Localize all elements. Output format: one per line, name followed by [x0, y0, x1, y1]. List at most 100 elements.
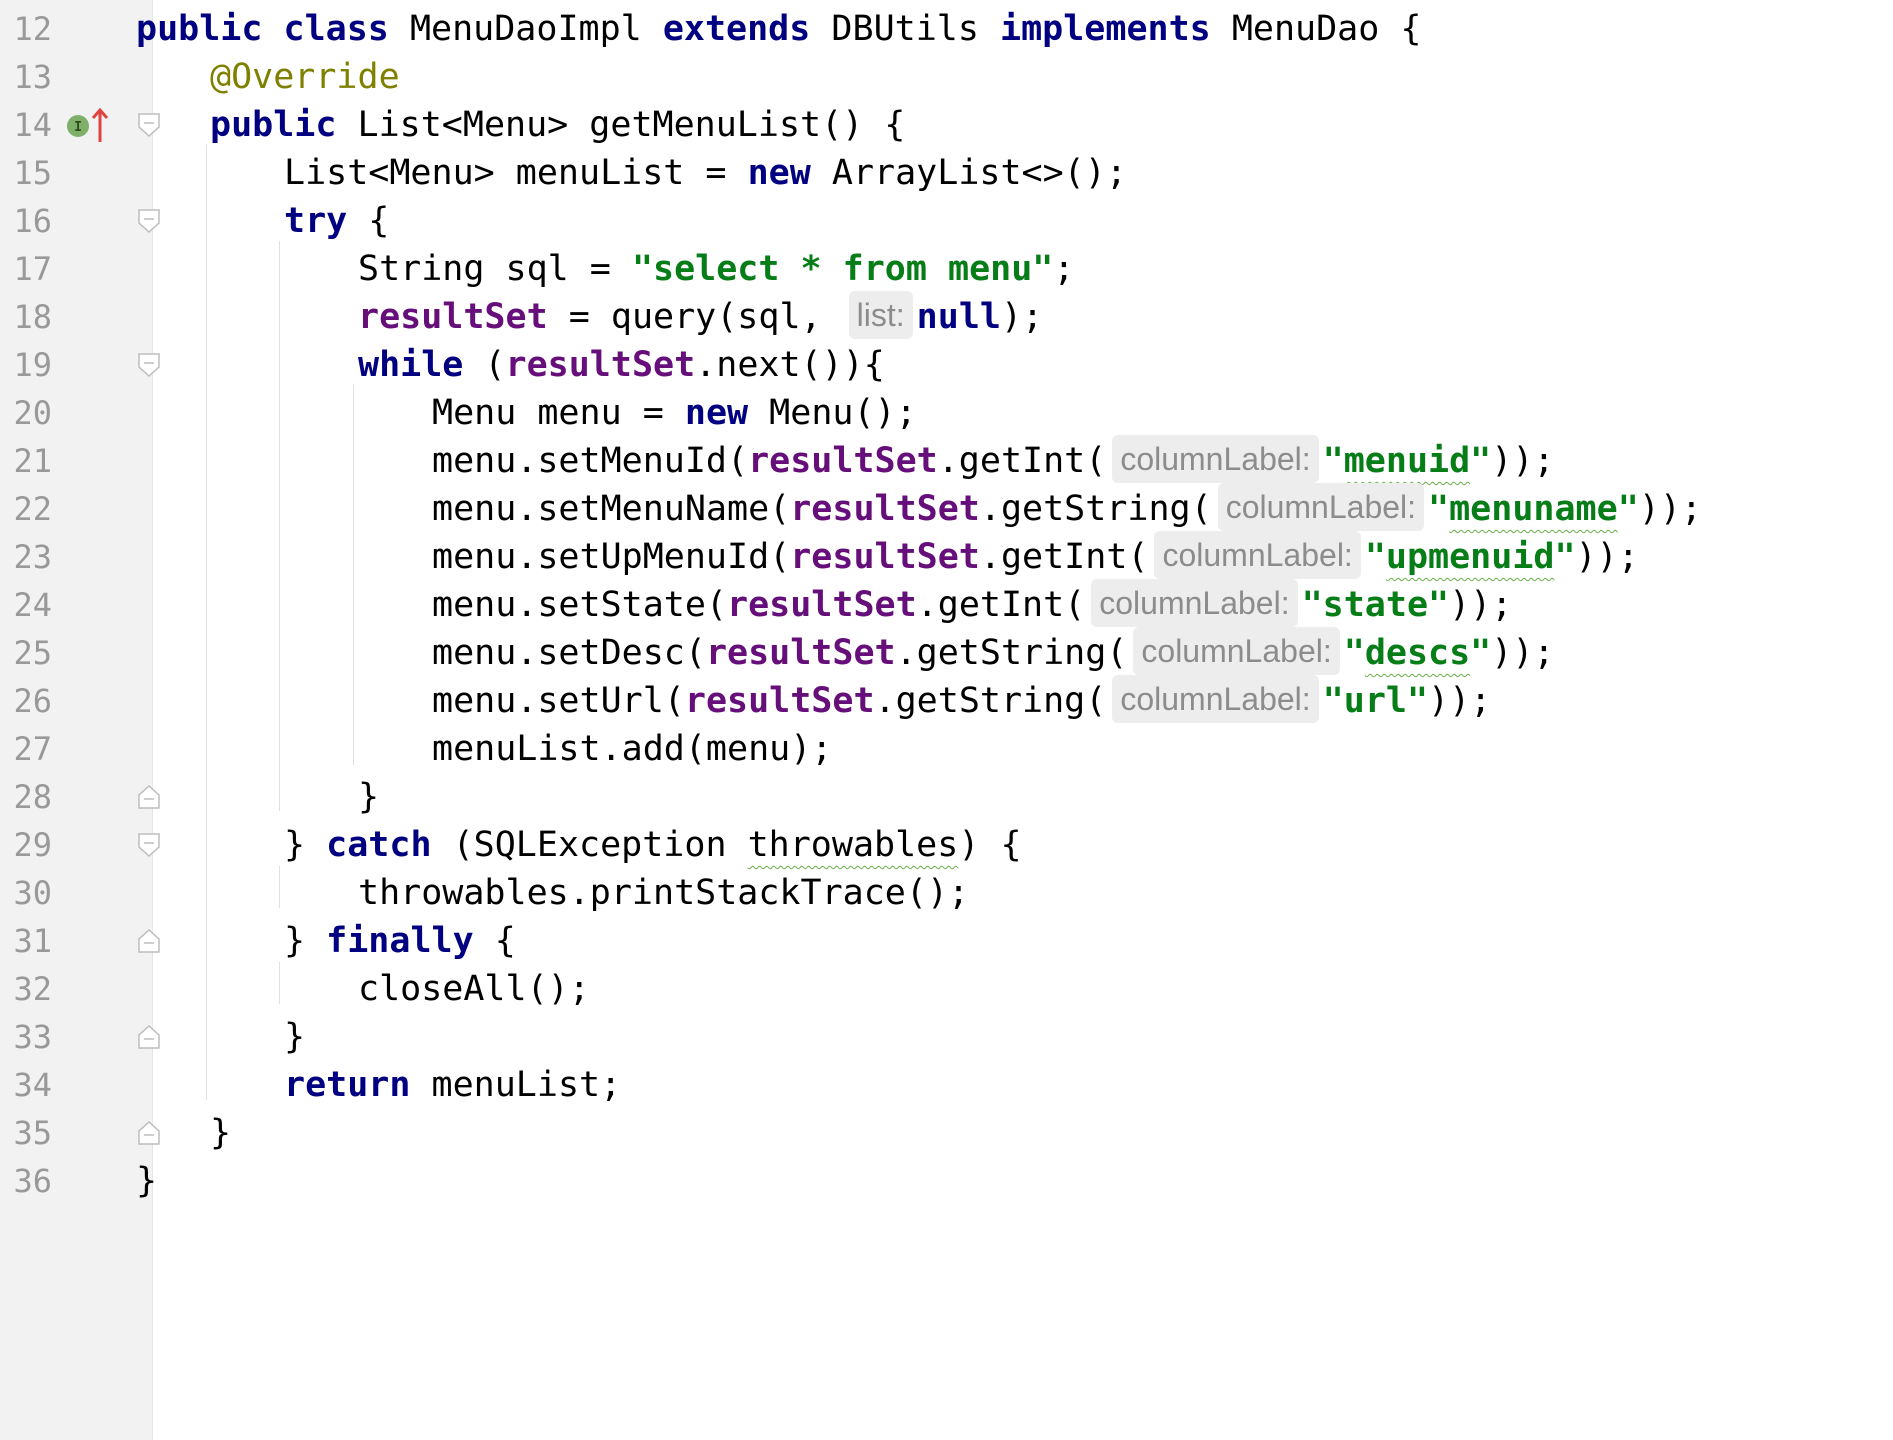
- string-literal: "state": [1301, 585, 1450, 625]
- code-text[interactable]: menu.setDesc(resultSet.getString(columnL…: [432, 624, 1554, 682]
- code-text[interactable]: menu.setMenuId(resultSet.getInt(columnLa…: [432, 432, 1554, 490]
- code-line[interactable]: 16 try {: [0, 192, 1893, 250]
- code-line[interactable]: 19 while (resultSet.next()){: [0, 336, 1893, 394]
- code-text[interactable]: List<Menu> menuList = new ArrayList<>();: [284, 144, 1127, 202]
- code-line[interactable]: 28 }: [0, 768, 1893, 826]
- line-number: 29: [13, 826, 52, 864]
- code-text[interactable]: }: [284, 1008, 305, 1066]
- code-text[interactable]: String sql = "select * from menu";: [358, 240, 1074, 298]
- code-text[interactable]: while (resultSet.next()){: [358, 336, 885, 394]
- line-number: 35: [13, 1114, 52, 1152]
- identifier: List<Menu> getMenuList() {: [357, 105, 906, 145]
- string-quote: ": [1322, 441, 1344, 481]
- code-line[interactable]: 25 menu.setDesc(resultSet.getString(colu…: [0, 624, 1893, 682]
- code-line[interactable]: 24 menu.setState(resultSet.getInt(column…: [0, 576, 1893, 634]
- fold-end-icon[interactable]: [137, 784, 161, 810]
- code-text[interactable]: } finally {: [284, 912, 516, 970]
- identifier: MenuDao {: [1231, 9, 1422, 49]
- line-number: 16: [13, 202, 52, 240]
- parameter-hint: columnLabel:: [1154, 531, 1361, 579]
- line-number: 13: [13, 58, 52, 96]
- code-text[interactable]: Menu menu = new Menu();: [432, 384, 917, 442]
- code-line[interactable]: 29 } catch (SQLException throwables) {: [0, 816, 1893, 874]
- keyword: new: [684, 393, 749, 433]
- code-line[interactable]: 27 menuList.add(menu);: [0, 720, 1893, 778]
- line-number: 27: [13, 730, 52, 768]
- parameter-hint: columnLabel:: [1112, 435, 1319, 483]
- code-line[interactable]: 12 public class MenuDaoImpl extends DBUt…: [0, 0, 1893, 58]
- code-line[interactable]: 18 resultSet = query(sql, list:null);: [0, 288, 1893, 346]
- code-line[interactable]: 30 throwables.printStackTrace();: [0, 864, 1893, 922]
- keyword: catch: [326, 825, 432, 865]
- keyword: extends: [662, 9, 811, 49]
- code-text[interactable]: closeAll();: [358, 960, 590, 1018]
- code-line[interactable]: 35 }: [0, 1104, 1893, 1162]
- fold-collapse-icon[interactable]: [137, 112, 161, 138]
- code-line[interactable]: 32 closeAll();: [0, 960, 1893, 1018]
- code-line[interactable]: 22 menu.setMenuName(resultSet.getString(…: [0, 480, 1893, 538]
- fold-end-icon[interactable]: [137, 1120, 161, 1146]
- code-text[interactable]: @Override: [210, 48, 400, 106]
- punctuation: }: [136, 1161, 158, 1201]
- code-text[interactable]: menu.setUrl(resultSet.getString(columnLa…: [432, 672, 1491, 730]
- code-line[interactable]: 33 }: [0, 1008, 1893, 1066]
- code-text[interactable]: } catch (SQLException throwables) {: [284, 816, 1022, 874]
- field-reference: resultSet: [358, 297, 548, 337]
- punctuation: }: [358, 777, 380, 817]
- identifier: ArrayList<>();: [831, 153, 1127, 193]
- code-line[interactable]: 26 menu.setUrl(resultSet.getString(colum…: [0, 672, 1893, 730]
- identifier: List<Menu> menuList =: [284, 153, 748, 193]
- svg-text:I: I: [74, 120, 82, 135]
- code-text[interactable]: }: [210, 1104, 231, 1162]
- code-line[interactable]: 20 Menu menu = new Menu();: [0, 384, 1893, 442]
- line-number: 23: [13, 538, 52, 576]
- implements-method-icon[interactable]: I: [66, 104, 114, 146]
- code-line[interactable]: 13 @Override: [0, 48, 1893, 106]
- keyword: new: [747, 153, 811, 193]
- code-line[interactable]: 21 menu.setMenuId(resultSet.getInt(colum…: [0, 432, 1893, 490]
- identifier: menuList;: [410, 1065, 622, 1105]
- fold-end-icon[interactable]: [137, 1024, 161, 1050]
- code-line[interactable]: 31 } finally {: [0, 912, 1893, 970]
- code-text[interactable]: try {: [284, 192, 389, 250]
- punctuation: );: [1000, 297, 1044, 337]
- fold-collapse-icon[interactable]: [137, 208, 161, 234]
- field-reference: resultSet: [505, 345, 696, 385]
- string-literal: "url": [1322, 681, 1429, 721]
- code-text[interactable]: throwables.printStackTrace();: [358, 864, 969, 922]
- code-text[interactable]: return menuList;: [284, 1056, 621, 1114]
- code-line[interactable]: 34 return menuList;: [0, 1056, 1893, 1114]
- code-text[interactable]: public List<Menu> getMenuList() {: [210, 96, 905, 154]
- identifier: .getString(: [874, 681, 1107, 721]
- identifier: .getString(: [895, 633, 1128, 673]
- code-text[interactable]: menuList.add(menu);: [432, 720, 832, 778]
- code-text[interactable]: menu.setUpMenuId(resultSet.getInt(column…: [432, 528, 1639, 586]
- field-reference: resultSet: [684, 681, 875, 721]
- code-text[interactable]: }: [136, 1152, 157, 1210]
- parameter-hint: columnLabel:: [1133, 627, 1340, 675]
- code-line[interactable]: 14 I public List<Menu> getMenuList() {: [0, 96, 1893, 154]
- keyword: finally: [326, 921, 474, 961]
- line-number: 22: [13, 490, 52, 528]
- fold-end-icon[interactable]: [137, 928, 161, 954]
- code-text[interactable]: resultSet = query(sql, list:null);: [358, 288, 1043, 346]
- fold-collapse-icon[interactable]: [137, 832, 161, 858]
- fold-collapse-icon[interactable]: [137, 352, 161, 378]
- code-line[interactable]: 17 String sql = "select * from menu";: [0, 240, 1893, 298]
- code-line[interactable]: 36 }: [0, 1152, 1893, 1210]
- identifier: menu.setUpMenuId(: [432, 537, 791, 577]
- editor-gutter[interactable]: [0, 0, 152, 1440]
- line-number: 32: [13, 970, 52, 1008]
- code-line[interactable]: 23 menu.setUpMenuId(resultSet.getInt(col…: [0, 528, 1893, 586]
- code-text[interactable]: menu.setMenuName(resultSet.getString(col…: [432, 480, 1702, 538]
- line-number: 25: [13, 634, 52, 672]
- code-text[interactable]: menu.setState(resultSet.getInt(columnLab…: [432, 576, 1512, 634]
- identifier: MenuDaoImpl: [409, 9, 642, 49]
- line-number: 33: [13, 1018, 52, 1056]
- code-line[interactable]: 15 List<Menu> menuList = new ArrayList<>…: [0, 144, 1893, 202]
- code-text[interactable]: }: [358, 768, 379, 826]
- line-number: 20: [13, 394, 52, 432]
- code-text[interactable]: public class MenuDaoImpl extends DBUtils…: [136, 0, 1421, 58]
- line-number: 19: [13, 346, 52, 384]
